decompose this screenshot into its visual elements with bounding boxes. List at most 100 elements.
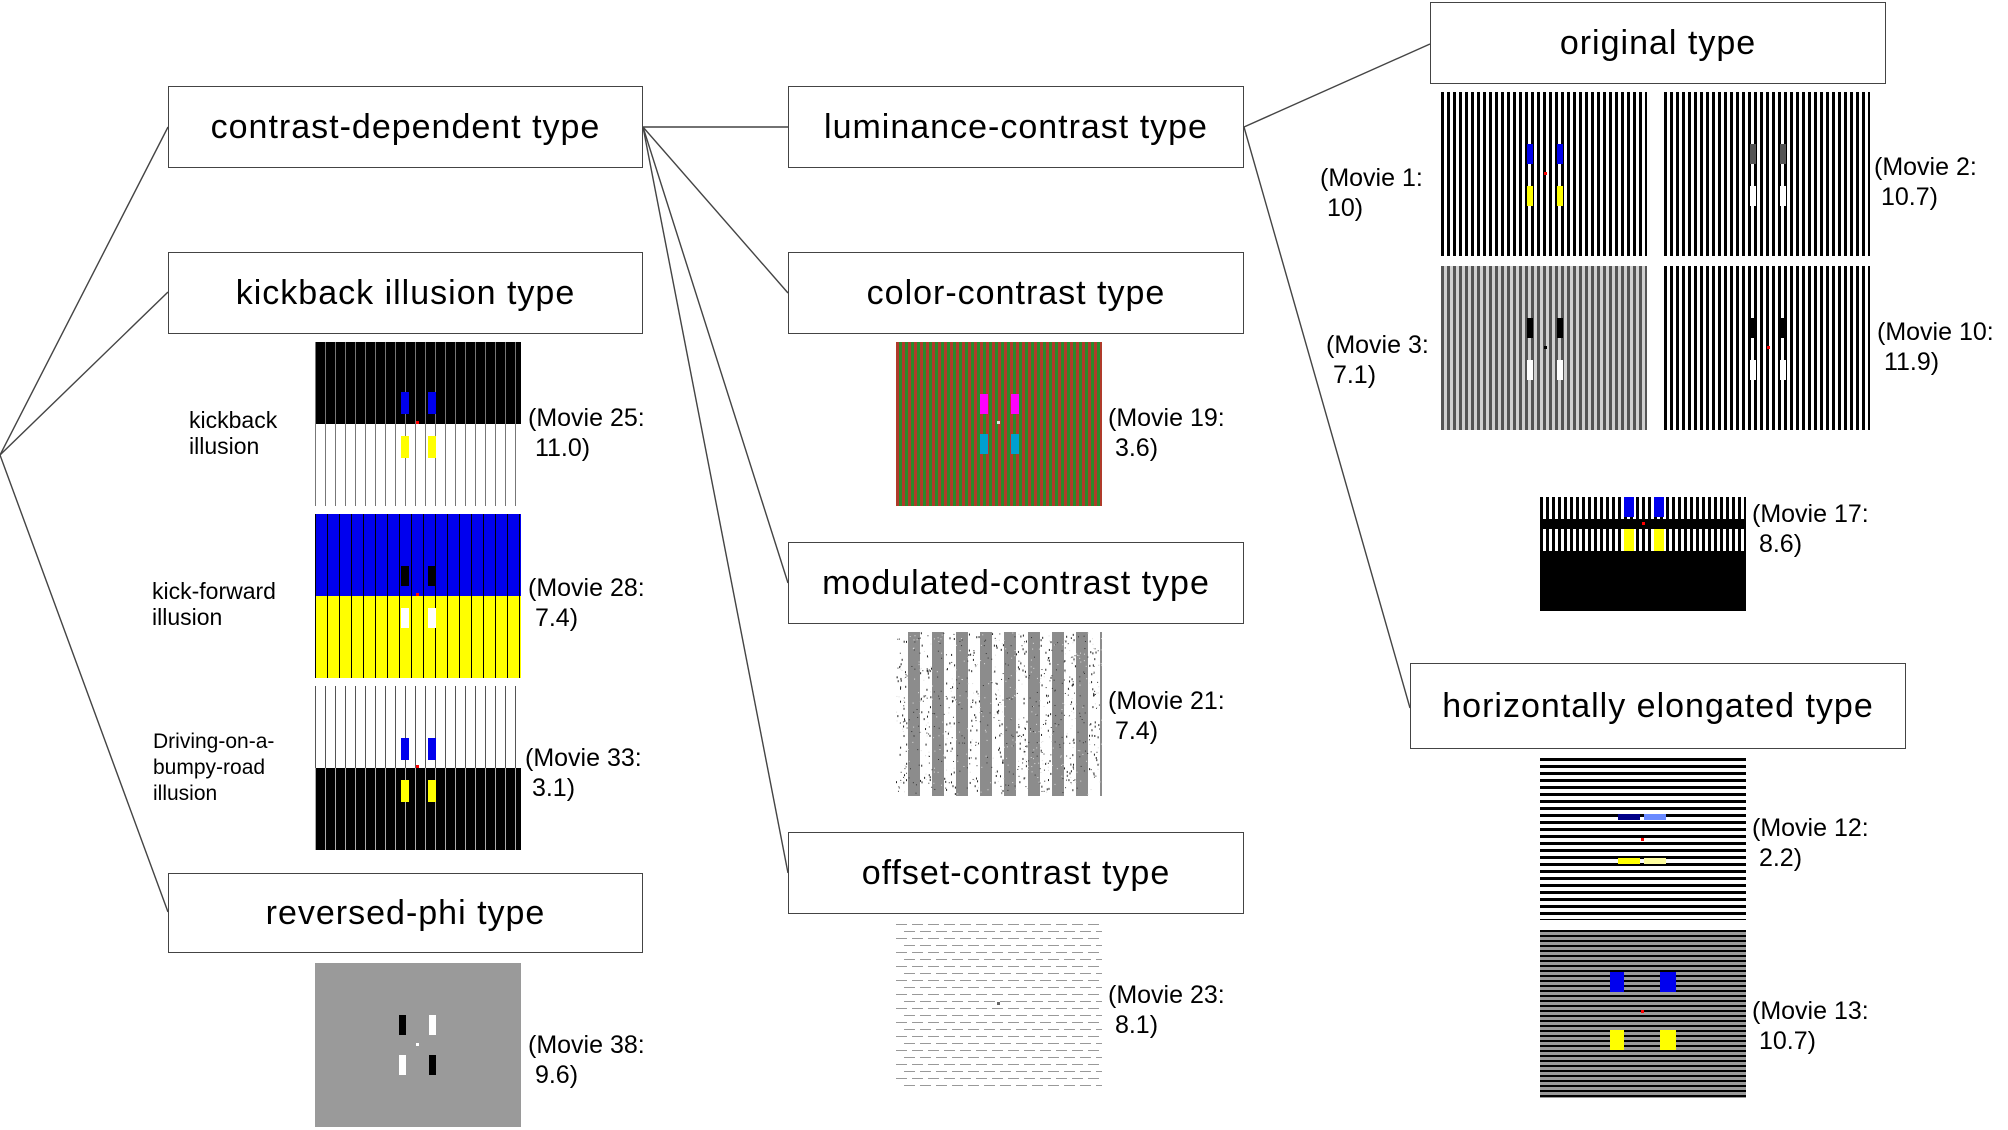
stimulus-patch bbox=[401, 392, 409, 414]
movie-3-stimulus bbox=[1441, 266, 1647, 430]
stimulus-patch bbox=[1750, 360, 1756, 380]
connector-root-contrast-dependent bbox=[0, 126, 169, 456]
stimulus-patch bbox=[1780, 144, 1786, 164]
fixation-dot bbox=[416, 765, 419, 768]
fixation-dot bbox=[416, 421, 419, 424]
offset-contrast-type-box: offset-contrast type bbox=[788, 832, 1244, 914]
stimulus-patch bbox=[1780, 318, 1786, 338]
kickback-illusion-label: kickback illusion bbox=[189, 407, 278, 459]
stimulus-patch bbox=[1527, 360, 1533, 380]
stimulus-patch bbox=[401, 738, 409, 760]
movie-10-stimulus bbox=[1664, 266, 1870, 430]
stimulus-patch bbox=[1654, 497, 1664, 517]
movie-13-label: (Movie 13: 10.7) bbox=[1752, 997, 1869, 1055]
stimulus-patch bbox=[1557, 144, 1563, 164]
stimulus-patch bbox=[428, 566, 436, 586]
movie-38-label: (Movie 38: 9.6) bbox=[528, 1031, 645, 1089]
movie-2-label: (Movie 2: 10.7) bbox=[1874, 153, 1977, 211]
stimulus-patch bbox=[980, 434, 988, 454]
stimulus-patch bbox=[428, 738, 436, 760]
stimulus-patch bbox=[980, 394, 988, 414]
contrast-dependent-type-box: contrast-dependent type bbox=[168, 86, 643, 168]
stimulus-patch bbox=[1557, 360, 1563, 380]
original-type-box: original type bbox=[1430, 2, 1886, 84]
stimulus-patch bbox=[1527, 144, 1533, 164]
stimulus-patch bbox=[1644, 858, 1666, 864]
movie-1-stimulus bbox=[1441, 92, 1647, 256]
stimulus-patch bbox=[428, 780, 436, 802]
connector-root-kickback bbox=[0, 291, 169, 456]
stimulus-patch bbox=[1557, 318, 1563, 338]
movie-25-label: (Movie 25: 11.0) bbox=[528, 404, 645, 462]
kick-forward-illusion-label: kick-forward illusion bbox=[152, 578, 276, 630]
movie-21-label: (Movie 21: 7.4) bbox=[1108, 687, 1225, 745]
movie-17-label: (Movie 17: 8.6) bbox=[1752, 500, 1869, 558]
stimulus-patch bbox=[429, 1015, 436, 1035]
stimulus-patch bbox=[1750, 186, 1756, 206]
modulated-contrast-stimulus bbox=[896, 632, 1102, 796]
fixation-dot bbox=[416, 1043, 419, 1046]
fixation-dot bbox=[1641, 838, 1644, 841]
movie-2-stimulus bbox=[1664, 92, 1870, 256]
stimulus-patch bbox=[1780, 360, 1786, 380]
reversed-phi-stimulus bbox=[315, 963, 521, 1127]
fixation-dot bbox=[416, 593, 419, 596]
fixation-dot bbox=[1641, 1010, 1644, 1013]
reversed-phi-type-box: reversed-phi type bbox=[168, 873, 643, 953]
movie-10-label: (Movie 10: 11.9) bbox=[1877, 318, 1994, 376]
stimulus-patch bbox=[429, 1055, 436, 1075]
stimulus-patch bbox=[1644, 814, 1666, 820]
stimulus-patch bbox=[428, 392, 436, 414]
luminance-contrast-type-box: luminance-contrast type bbox=[788, 86, 1244, 168]
movie-17-stimulus bbox=[1540, 497, 1746, 611]
stimulus-patch bbox=[1618, 858, 1640, 864]
stimulus-patch bbox=[1750, 144, 1756, 164]
stimulus-patch bbox=[1011, 394, 1019, 414]
stimulus-patch bbox=[1610, 1030, 1624, 1050]
color-contrast-type-box: color-contrast type bbox=[788, 252, 1244, 334]
stimulus-patch bbox=[1624, 497, 1634, 517]
fixation-dot bbox=[1642, 522, 1645, 525]
movie-12-label: (Movie 12: 2.2) bbox=[1752, 814, 1869, 872]
movie-23-label: (Movie 23: 8.1) bbox=[1108, 981, 1225, 1039]
stimulus-patch bbox=[1654, 529, 1664, 551]
fixation-dot bbox=[1767, 346, 1770, 349]
stimulus-patch bbox=[1624, 529, 1634, 551]
fixation-dot bbox=[997, 421, 1000, 424]
movie-19-label: (Movie 19: 3.6) bbox=[1108, 404, 1225, 462]
movie-3-label: (Movie 3: 7.1) bbox=[1326, 331, 1429, 389]
movie-1-label: (Movie 1: 10) bbox=[1320, 164, 1423, 222]
bumpy-road-stimulus bbox=[315, 686, 521, 850]
stimulus-patch bbox=[401, 780, 409, 802]
fixation-dot bbox=[1544, 172, 1547, 175]
stimulus-patch bbox=[1660, 1030, 1676, 1050]
color-contrast-stimulus bbox=[896, 342, 1102, 506]
stimulus-patch bbox=[401, 566, 409, 586]
connector-cd-color bbox=[642, 126, 789, 294]
movie-33-label: (Movie 33: 3.1) bbox=[525, 744, 642, 802]
kickback-stimulus bbox=[315, 342, 521, 506]
stimulus-patch bbox=[1618, 814, 1640, 820]
stimulus-patch bbox=[1011, 434, 1019, 454]
stimulus-patch bbox=[428, 436, 436, 458]
bumpy-road-illusion-label: Driving-on-a- bumpy-road illusion bbox=[153, 730, 275, 805]
stimulus-patch bbox=[1557, 186, 1563, 206]
connector-root-reversed-phi bbox=[0, 454, 169, 913]
stimulus-patch bbox=[1527, 318, 1533, 338]
movie-12-stimulus bbox=[1540, 758, 1746, 920]
stimulus-patch bbox=[428, 608, 436, 628]
stimulus-patch bbox=[399, 1015, 406, 1035]
connector-luminance-original bbox=[1243, 43, 1431, 128]
stimulus-patch bbox=[399, 1055, 406, 1075]
movie-28-label: (Movie 28: 7.4) bbox=[528, 574, 645, 632]
modulated-contrast-type-box: modulated-contrast type bbox=[788, 542, 1244, 624]
stimulus-patch bbox=[1750, 318, 1756, 338]
fixation-dot bbox=[1544, 346, 1547, 349]
kick-forward-stimulus bbox=[315, 514, 521, 678]
connector-cd-offset bbox=[642, 126, 789, 874]
offset-contrast-stimulus bbox=[896, 922, 1102, 1086]
stimulus-patch bbox=[1527, 186, 1533, 206]
kickback-illusion-type-box: kickback illusion type bbox=[168, 252, 643, 334]
stimulus-patch bbox=[1610, 972, 1624, 992]
connector-cd-modulated bbox=[642, 126, 789, 584]
